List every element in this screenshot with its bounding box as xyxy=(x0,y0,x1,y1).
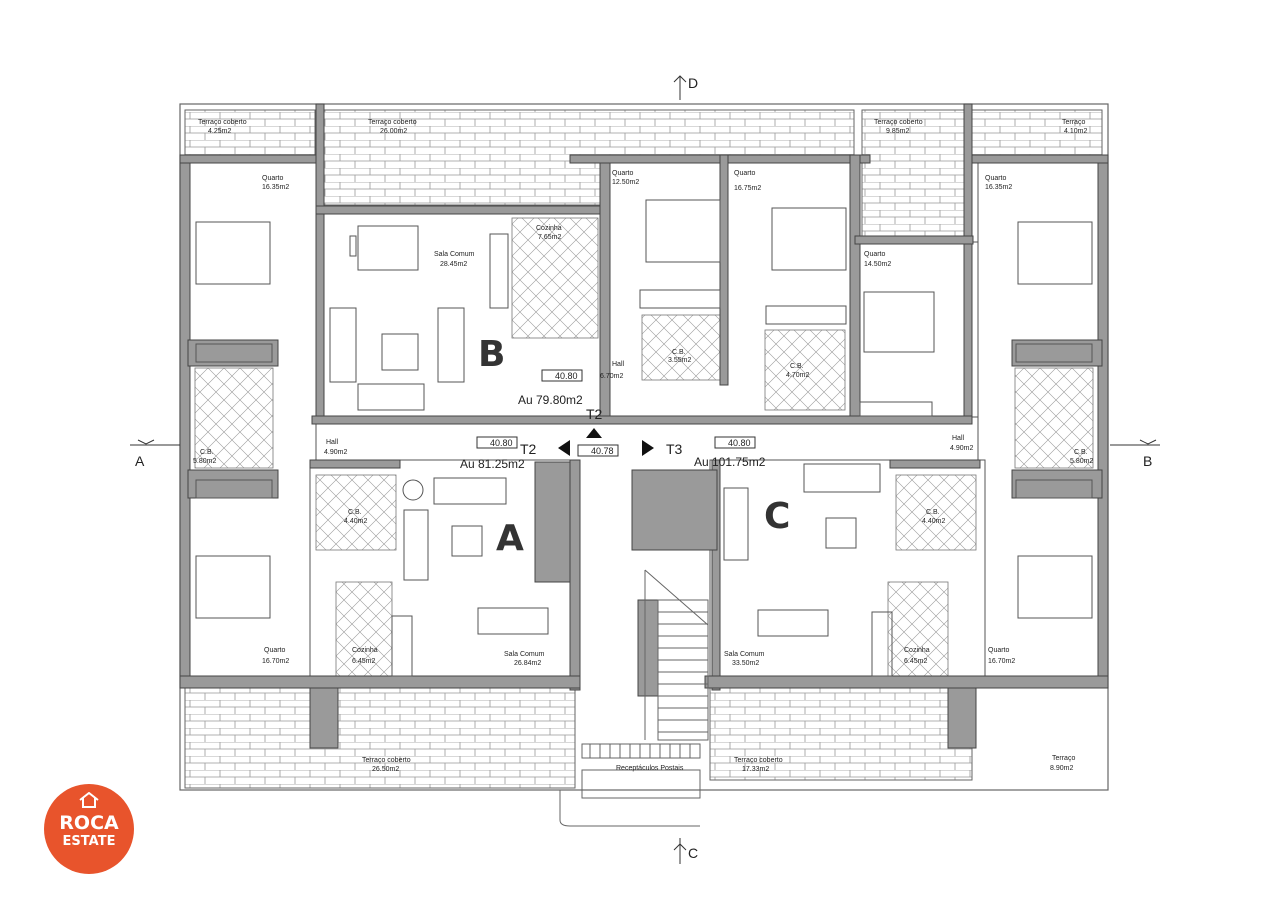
unit-letter-c: C xyxy=(764,496,790,537)
room-name-quarto-b1: Quarto xyxy=(612,170,634,177)
room-area-cb-a-left: 5.80m2 xyxy=(193,458,216,465)
room-area-hall-b: 6.70m2 xyxy=(600,373,623,380)
logo-line-1: ROCA xyxy=(59,812,119,834)
room-area-hall-c: 4.90m2 xyxy=(950,445,973,452)
room-area-cb-a: 4.40m2 xyxy=(344,518,367,525)
section-marker-left: A xyxy=(135,453,145,469)
room-name-terraco-se: Terraço xyxy=(1052,755,1075,762)
house-icon xyxy=(79,792,99,808)
unit-type-c: T3 xyxy=(666,441,683,457)
room-name-cozinha-a: Cozinha xyxy=(352,647,378,654)
room-area-quarto-a-bot: 16.70m2 xyxy=(262,658,289,665)
level-c: 40.80 xyxy=(728,438,751,448)
room-area-cozinha-a: 6.45m2 xyxy=(352,658,375,665)
unit-area-a: Au 81.25m2 xyxy=(460,457,525,471)
section-marker-bottom: C xyxy=(688,845,698,861)
room-area-sala-b: 28.45m2 xyxy=(440,261,467,268)
room-area-terraco-se: 8.90m2 xyxy=(1050,765,1073,772)
room-name-cb-c: C.B. xyxy=(926,509,940,516)
room-area-terraco-nw: 4.25m2 xyxy=(208,128,231,135)
room-name-terraco-sw: Terraço coberto xyxy=(362,757,411,764)
roca-estate-logo: ROCA ESTATE xyxy=(44,784,134,874)
room-name-cozinha-b: Cozinha xyxy=(536,225,562,232)
room-name-sala-a: Sala Comum xyxy=(504,651,545,658)
room-name-hall-b: Hall xyxy=(612,361,625,368)
room-area-cb-b: 3.55m2 xyxy=(668,357,691,364)
room-area-cb-c-right: 5.80m2 xyxy=(1070,458,1093,465)
room-name-quarto-c1: Quarto xyxy=(864,251,886,258)
room-area-quarto-b1: 12.50m2 xyxy=(612,179,639,186)
room-name-cb-c-right: C.B. xyxy=(1074,449,1088,456)
furniture xyxy=(195,199,1093,677)
unit-letter-b: B xyxy=(478,334,505,375)
room-area-cozinha-c: 6.45m2 xyxy=(904,658,927,665)
postal-boxes xyxy=(559,743,701,827)
section-markers xyxy=(130,75,1160,864)
level-a: 40.80 xyxy=(490,438,513,448)
unit-type-b: T2 xyxy=(586,406,603,422)
room-area-hall-a: 4.90m2 xyxy=(324,449,347,456)
room-area-terraco-far-ne: 4.10m2 xyxy=(1064,128,1087,135)
room-name-hall-c: Hall xyxy=(952,435,965,442)
section-marker-top: D xyxy=(688,75,698,91)
level-landing: 40.78 xyxy=(591,446,614,456)
room-area-cb-c1: 4.70m2 xyxy=(786,372,809,379)
entrance-arrows xyxy=(558,428,654,456)
room-name-quarto-c-top: Quarto xyxy=(985,175,1007,182)
room-name-terraco-s: Terraço coberto xyxy=(734,757,783,764)
room-area-terraco-sw: 26.50m2 xyxy=(372,766,399,773)
unit-area-c: Au 101.75m2 xyxy=(694,455,766,469)
unit-letter-a: A xyxy=(496,518,524,559)
tiled-areas xyxy=(194,217,1094,678)
room-area-terraco-n: 26.00m2 xyxy=(380,128,407,135)
room-area-cb-c: 4.40m2 xyxy=(922,518,945,525)
room-area-quarto-c1: 14.50m2 xyxy=(864,261,891,268)
section-marker-right: B xyxy=(1143,453,1152,469)
room-name-receptaculos: Receptáculos Postais xyxy=(616,765,684,772)
room-area-sala-a: 26.84m2 xyxy=(514,660,541,667)
room-area-sala-c: 33.50m2 xyxy=(732,660,759,667)
room-area-cozinha-b: 7.65m2 xyxy=(538,234,561,241)
room-area-quarto-c-bot: 16.70m2 xyxy=(988,658,1015,665)
room-name-sala-b: Sala Comum xyxy=(434,251,475,258)
room-name-quarto-c-bot: Quarto xyxy=(988,647,1010,654)
room-area-terraco-ne: 9.85m2 xyxy=(886,128,909,135)
room-name-sala-c: Sala Comum xyxy=(724,651,765,658)
logo-line-2: ESTATE xyxy=(62,834,116,849)
room-area-quarto-c-top: 16.35m2 xyxy=(985,184,1012,191)
room-name-cb-b: C.B. xyxy=(672,349,686,356)
room-name-hall-a: Hall xyxy=(326,439,339,446)
room-name-cb-a: C.B. xyxy=(348,509,362,516)
room-name-terraco-n: Terraço coberto xyxy=(368,119,417,126)
room-name-quarto-a-bot: Quarto xyxy=(264,647,286,654)
room-name-cb-a-left: C.B. xyxy=(200,449,214,456)
room-name-quarto-b2: Quarto xyxy=(734,170,756,177)
room-name-terraco-ne: Terraço coberto xyxy=(874,119,923,126)
unit-type-a: T2 xyxy=(520,441,537,457)
room-name-cozinha-c: Cozinha xyxy=(904,647,930,654)
room-name-quarto-a-top: Quarto xyxy=(262,175,284,182)
stairs xyxy=(644,569,709,741)
room-area-quarto-a-top: 16.35m2 xyxy=(262,184,289,191)
room-area-terraco-s: 17.33m2 xyxy=(742,766,769,773)
unit-area-b: Au 79.80m2 xyxy=(518,393,583,407)
room-name-cb-c1: C.B. xyxy=(790,363,804,370)
room-name-terraco-far-ne: Terraço xyxy=(1062,119,1085,126)
room-area-quarto-b2: 16.75m2 xyxy=(734,185,761,192)
level-b: 40.80 xyxy=(555,371,578,381)
room-name-terraco-nw: Terraço coberto xyxy=(198,119,247,126)
